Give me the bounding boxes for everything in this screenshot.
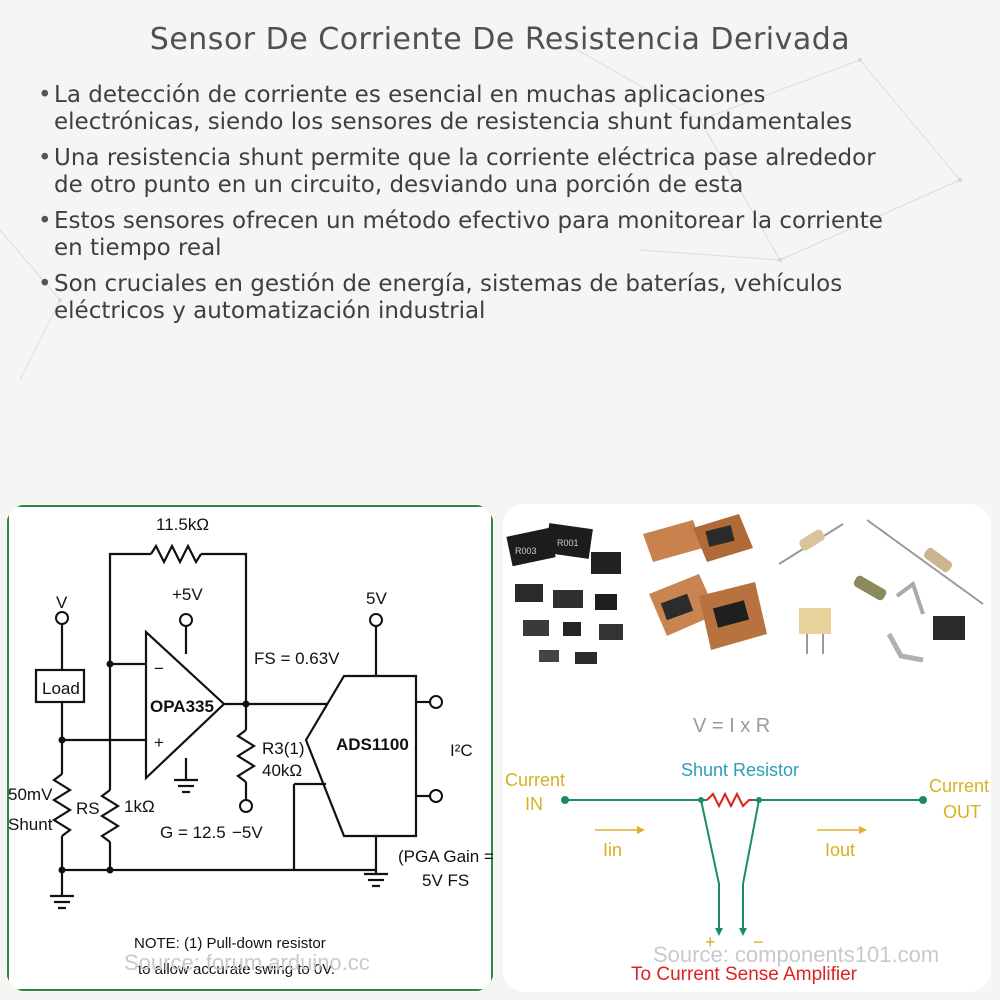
through-hole-resistors-photo	[778, 519, 984, 663]
r3-label: R3(1)	[262, 739, 305, 758]
bullet-line: en tiempo real	[54, 235, 222, 261]
negative-supply-label: −5V	[232, 823, 263, 842]
part-code-r003: R003	[515, 546, 537, 556]
opamp-label: OPA335	[150, 697, 214, 716]
bullet-line: electrónicas, siendo los sensores de res…	[54, 109, 853, 135]
note-line-2: to allow accurate swing to 0V.	[138, 961, 335, 978]
circuit-schematic: 11.5kΩ +5V V Load OPA335 − + FS = 0.63V …	[6, 504, 494, 992]
adc-full-scale-label: 5V FS	[422, 871, 469, 890]
r3-value-label: 40kΩ	[262, 761, 302, 780]
in-label: IN	[525, 794, 543, 814]
opamp-minus-label: −	[154, 659, 164, 678]
shunt-diagram	[561, 791, 927, 936]
source-watermark: Source: forum.arduino.cc	[124, 950, 370, 975]
adc-supply-label: 5V	[366, 589, 387, 608]
supply-label: V	[56, 593, 68, 612]
bullet-item: Son cruciales en gestión de energía, sis…	[38, 271, 968, 325]
gain-label: G = 12.5	[160, 823, 226, 842]
bullet-line: Son cruciales en gestión de energía, sis…	[54, 271, 843, 297]
1k-resistor-label: 1kΩ	[124, 797, 155, 816]
current-out-label: Current	[929, 776, 989, 796]
shunt-label: Shunt	[8, 815, 53, 834]
i2c-label: I²C	[450, 741, 473, 760]
ohms-law-formula: V = I x R	[693, 715, 770, 737]
bullet-line: de otro punto en un circuito, desviando …	[54, 172, 744, 198]
bullet-item: Una resistencia shunt permite que la cor…	[38, 145, 968, 199]
opamp-plus-label: +	[154, 733, 164, 752]
shunt-resistor-image: R003 R001 V = I x R	[503, 504, 991, 992]
bullet-line: Una resistencia shunt permite que la cor…	[54, 145, 876, 171]
amplifier-label: To Current Sense Amplifier	[631, 964, 858, 985]
current-in-label: Current	[505, 770, 565, 790]
rs-label: RS	[76, 799, 100, 818]
source-watermark: Source: components101.com	[653, 942, 939, 967]
bullet-item: Estos sensores ofrecen un método efectiv…	[38, 208, 968, 262]
shunt-resistor-label: Shunt Resistor	[681, 760, 799, 780]
smd-resistors-photo: R003 R001	[506, 523, 623, 664]
bullet-line: La detección de corriente es esencial en…	[54, 82, 766, 108]
note-line-1: NOTE: (1) Pull-down resistor	[134, 935, 326, 952]
part-code-r001: R001	[557, 538, 579, 548]
bullet-line: eléctricos y automatización industrial	[54, 298, 486, 324]
opamp-supply-label: +5V	[172, 585, 203, 604]
minus-terminal-label: −	[753, 932, 764, 952]
out-label: OUT	[943, 802, 981, 822]
copper-shunts-photo	[643, 514, 767, 650]
shunt-resistor-illustration: R003 R001 V = I x R	[503, 504, 991, 992]
pga-gain-label: (PGA Gain = 8)	[398, 847, 494, 866]
current-in-symbol: Iin	[603, 840, 622, 860]
feedback-resistor-label: 11.5kΩ	[156, 515, 209, 534]
adc-label: ADS1100	[336, 735, 409, 754]
bullet-item: La detección de corriente es esencial en…	[38, 82, 968, 136]
page-title: Sensor De Corriente De Resistencia Deriv…	[149, 22, 851, 57]
plus-terminal-label: +	[705, 932, 716, 952]
shunt-voltage-label: 50mV	[8, 785, 53, 804]
bullet-line: Estos sensores ofrecen un método efectiv…	[54, 208, 883, 234]
bullet-list: La detección de corriente es esencial en…	[38, 82, 968, 334]
current-out-symbol: Iout	[825, 840, 855, 860]
full-scale-label: FS = 0.63V	[254, 649, 340, 668]
circuit-schematic-image: 11.5kΩ +5V V Load OPA335 − + FS = 0.63V …	[6, 504, 494, 992]
load-label: Load	[42, 679, 80, 698]
